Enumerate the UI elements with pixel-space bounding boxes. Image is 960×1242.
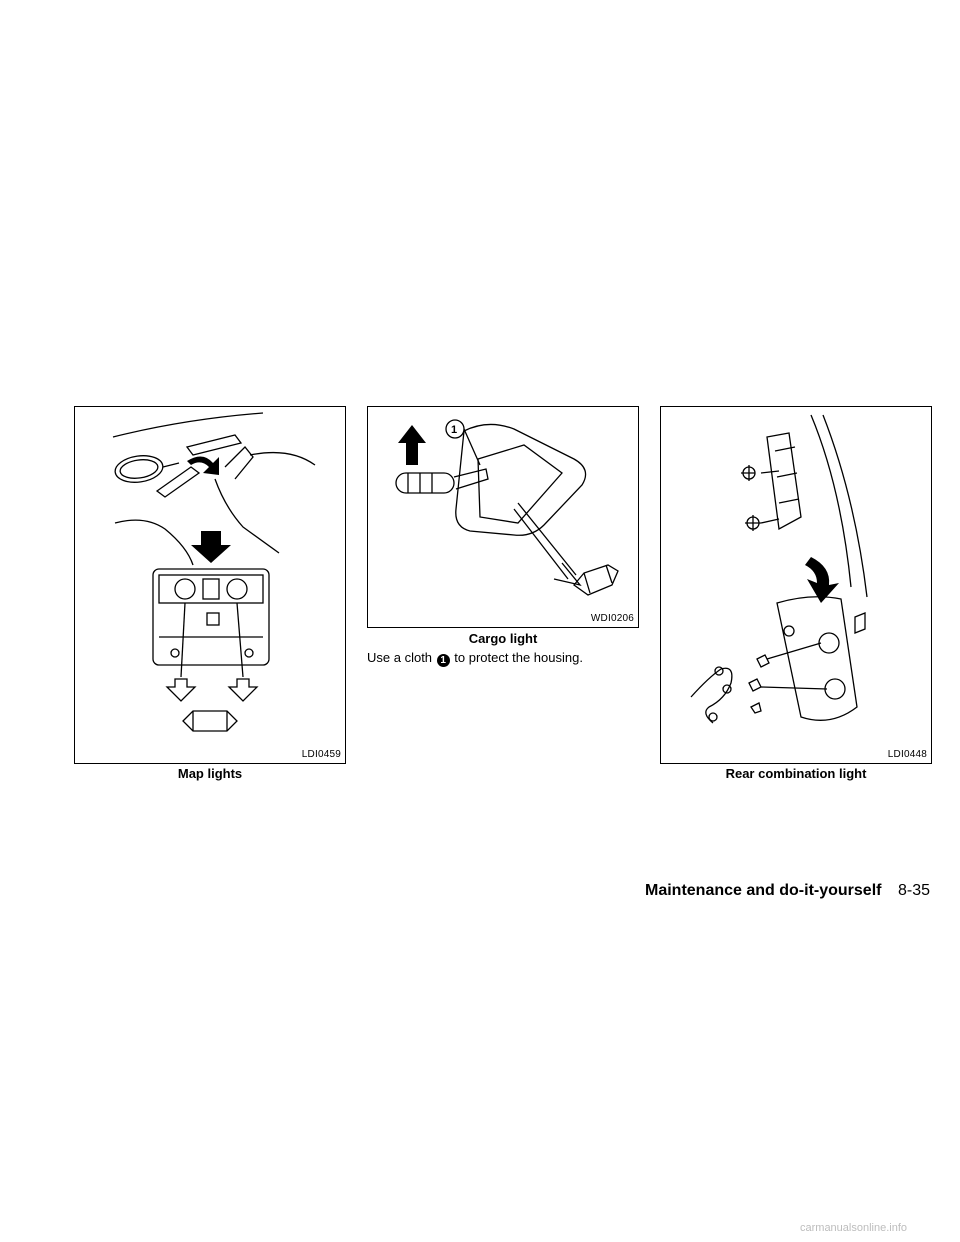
callout-number: 1 <box>451 424 457 436</box>
figure-code: LDI0459 <box>301 749 341 760</box>
figure-code: LDI0448 <box>887 749 927 760</box>
rear-combination-light-illustration <box>690 414 868 724</box>
figure-caption-cargo-light: Cargo light <box>468 631 538 646</box>
site-watermark: carmanualsonline.info <box>800 1222 908 1234</box>
body-paragraph: Use a cloth 1 to protect the housing. <box>367 650 583 667</box>
figure-map-lights: LDI0459 <box>74 406 346 764</box>
figure-rear-combination-light: LDI0448 <box>660 406 932 764</box>
body-text-after: to protect the housing. <box>454 650 583 665</box>
figure-cargo-light: 1 WDI0206 <box>367 406 639 628</box>
footer-page-number: 8-35 <box>898 882 931 899</box>
body-text-before: Use a cloth <box>367 650 433 665</box>
figure-caption-map-lights: Map lights <box>177 766 243 781</box>
map-lights-illustration <box>112 412 316 732</box>
figure-code: WDI0206 <box>590 613 634 624</box>
circled-number-icon: 1 <box>436 654 450 667</box>
cargo-light-illustration: 1 <box>395 419 619 596</box>
footer-section-title: Maintenance and do-it-yourself <box>645 882 882 899</box>
figure-caption-rear-combination-light: Rear combination light <box>725 766 867 781</box>
